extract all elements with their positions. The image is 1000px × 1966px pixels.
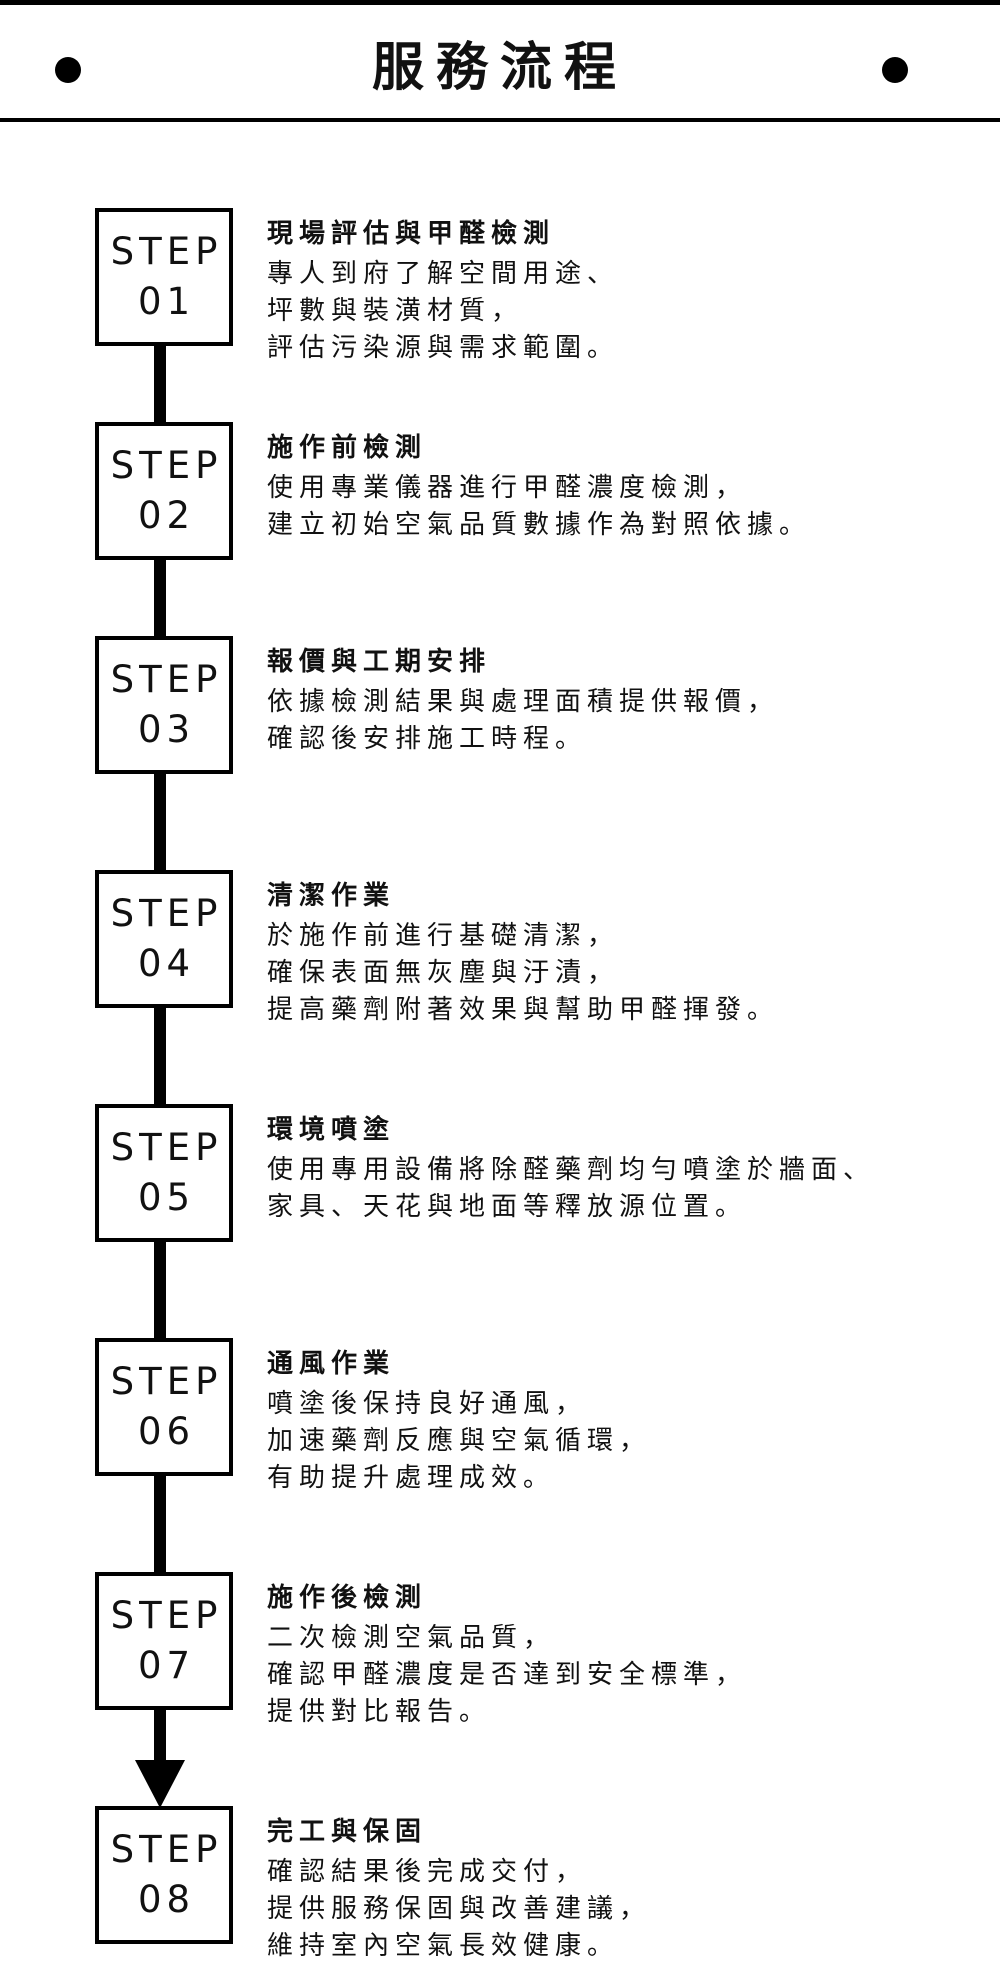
- step-label: STEP: [110, 1360, 223, 1403]
- step-box: STEP 08: [95, 1806, 233, 1944]
- page-header: 服務流程: [0, 5, 1000, 120]
- step-description: 通風作業 噴塗後保持良好通風， 加速藥劑反應與空氣循環， 有助提升處理成效。: [267, 1344, 967, 1497]
- step-box: STEP 02: [95, 422, 233, 560]
- step-label: STEP: [110, 1126, 223, 1169]
- step-number: 04: [137, 942, 196, 985]
- page-title: 服務流程: [371, 38, 628, 98]
- step-number: 03: [137, 708, 196, 751]
- step-text-line: 提供對比報告。: [267, 1697, 492, 1727]
- step-number: 06: [137, 1410, 196, 1453]
- bullet-dot-right: [882, 57, 908, 83]
- step-label: STEP: [110, 1828, 223, 1871]
- step-title: 施作後檢測: [267, 1583, 428, 1613]
- step-label: STEP: [110, 1594, 223, 1637]
- step-text-line: 二次檢測空氣品質，: [267, 1623, 556, 1653]
- step-description: 報價與工期安排 依據檢測結果與處理面積提供報價， 確認後安排施工時程。: [267, 642, 967, 758]
- connector-line: [154, 560, 166, 642]
- step-text-line: 噴塗後保持良好通風，: [267, 1389, 588, 1419]
- down-arrow-icon: [135, 1760, 185, 1808]
- step-text-line: 有助提升處理成效。: [267, 1463, 556, 1493]
- step-text-line: 坪數與裝潢材質，: [267, 296, 524, 326]
- connector-line: [154, 346, 166, 428]
- step-title: 環境噴塗: [267, 1115, 396, 1145]
- step-description: 現場評估與甲醛檢測 專人到府了解空間用途、 坪數與裝潢材質， 評估污染源與需求範…: [267, 214, 967, 367]
- step-box: STEP 01: [95, 208, 233, 346]
- step-title: 清潔作業: [267, 881, 396, 911]
- connector-line: [154, 1242, 166, 1338]
- step-title: 報價與工期安排: [267, 647, 492, 677]
- step-title: 通風作業: [267, 1349, 396, 1379]
- step-title: 施作前檢測: [267, 433, 428, 463]
- step-text-line: 加速藥劑反應與空氣循環，: [267, 1426, 652, 1456]
- step-number: 02: [137, 494, 196, 537]
- header-rule: [0, 118, 1000, 122]
- top-rule: [0, 0, 1000, 5]
- step-box: STEP 06: [95, 1338, 233, 1476]
- connector-line: [154, 1008, 166, 1104]
- step-description: 施作前檢測 使用專業儀器進行甲醛濃度檢測， 建立初始空氣品質數據作為對照依據。: [267, 428, 967, 544]
- step-text-line: 確認甲醛濃度是否達到安全標準，: [267, 1660, 748, 1690]
- step-label: STEP: [110, 892, 223, 935]
- step-text-line: 使用專用設備將除醛藥劑均勻噴塗於牆面、: [267, 1155, 876, 1185]
- connector-line: [154, 1476, 166, 1572]
- step-text-line: 使用專業儀器進行甲醛濃度檢測，: [267, 473, 748, 503]
- step-description: 環境噴塗 使用專用設備將除醛藥劑均勻噴塗於牆面、 家具、天花與地面等釋放源位置。: [267, 1110, 967, 1226]
- step-title: 完工與保固: [267, 1817, 428, 1847]
- step-text-line: 確認結果後完成交付，: [267, 1857, 588, 1887]
- step-text-line: 依據檢測結果與處理面積提供報價，: [267, 687, 780, 717]
- step-number: 01: [137, 280, 196, 323]
- step-title: 現場評估與甲醛檢測: [267, 219, 556, 249]
- step-text-line: 提高藥劑附著效果與幫助甲醛揮發。: [267, 995, 780, 1025]
- step-number: 05: [137, 1176, 196, 1219]
- step-number: 08: [137, 1878, 196, 1921]
- step-box: STEP 05: [95, 1104, 233, 1242]
- connector-line: [154, 1710, 166, 1764]
- step-text-line: 提供服務保固與改善建議，: [267, 1894, 652, 1924]
- step-description: 完工與保固 確認結果後完成交付， 提供服務保固與改善建議， 維持室內空氣長效健康…: [267, 1812, 967, 1965]
- step-box: STEP 07: [95, 1572, 233, 1710]
- step-text-line: 建立初始空氣品質數據作為對照依據。: [267, 510, 812, 540]
- step-description: 施作後檢測 二次檢測空氣品質， 確認甲醛濃度是否達到安全標準， 提供對比報告。: [267, 1578, 967, 1731]
- bullet-dot-left: [55, 57, 81, 83]
- step-text-line: 維持室內空氣長效健康。: [267, 1931, 620, 1961]
- step-text-line: 確認後安排施工時程。: [267, 724, 588, 754]
- connector-line: [154, 774, 166, 870]
- step-text-line: 確保表面無灰塵與汙漬，: [267, 958, 620, 988]
- step-number: 07: [137, 1644, 196, 1687]
- step-description: 清潔作業 於施作前進行基礎清潔， 確保表面無灰塵與汙漬， 提高藥劑附著效果與幫助…: [267, 876, 967, 1029]
- step-box: STEP 03: [95, 636, 233, 774]
- step-text-line: 家具、天花與地面等釋放源位置。: [267, 1192, 748, 1222]
- step-label: STEP: [110, 658, 223, 701]
- step-label: STEP: [110, 444, 223, 487]
- step-text-line: 專人到府了解空間用途、: [267, 259, 620, 289]
- step-box: STEP 04: [95, 870, 233, 1008]
- step-label: STEP: [110, 230, 223, 273]
- step-text-line: 評估污染源與需求範圍。: [267, 333, 620, 363]
- step-text-line: 於施作前進行基礎清潔，: [267, 921, 620, 951]
